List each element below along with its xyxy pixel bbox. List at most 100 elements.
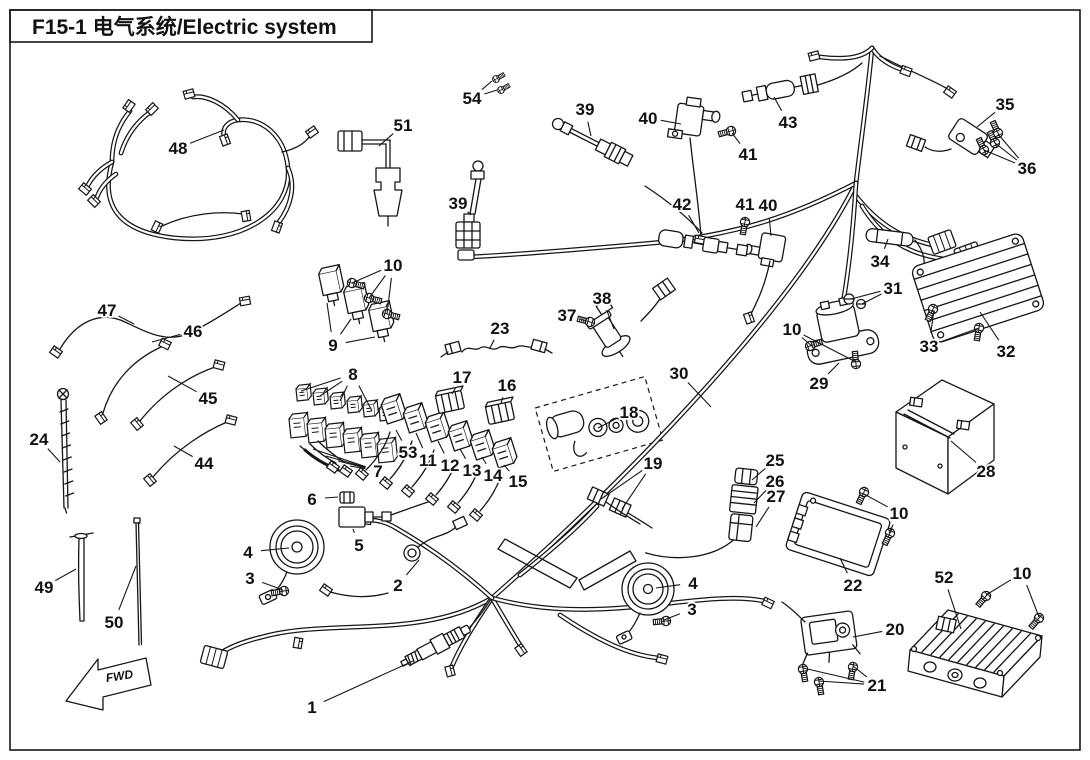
connector-icon bbox=[899, 64, 913, 78]
leader-line-7 bbox=[312, 448, 366, 468]
part-24-screw bbox=[56, 387, 75, 514]
callout-38: 38 bbox=[593, 289, 612, 308]
leader-line-23 bbox=[489, 339, 495, 349]
bolt-icon bbox=[490, 70, 507, 85]
leader-line-53 bbox=[395, 429, 403, 441]
leader-line-25 bbox=[751, 468, 766, 481]
leader-line-12 bbox=[437, 440, 445, 454]
leader-line-10 bbox=[801, 337, 814, 348]
part-2-sensor bbox=[403, 515, 468, 562]
part-52-ecu bbox=[907, 588, 1047, 698]
leader-line-19 bbox=[621, 473, 647, 510]
part-31-nuts bbox=[843, 293, 867, 310]
leader-line-40 bbox=[660, 119, 682, 125]
leader-line-15 bbox=[503, 464, 510, 472]
callout-52: 52 bbox=[935, 568, 954, 587]
leader-line-10 bbox=[985, 579, 1012, 596]
part-46-cable bbox=[94, 337, 172, 425]
leader-line-49 bbox=[55, 568, 77, 582]
part-6-connector bbox=[339, 491, 355, 504]
part-28-battery bbox=[895, 379, 995, 495]
callout-35: 35 bbox=[996, 95, 1015, 114]
leader-line-17 bbox=[451, 387, 456, 395]
leader-line-7 bbox=[337, 460, 366, 469]
leader-line-18 bbox=[597, 417, 618, 429]
title-box bbox=[9, 9, 373, 43]
callout-14: 14 bbox=[484, 466, 503, 485]
part-30-main-harness bbox=[199, 45, 984, 678]
callout-44: 44 bbox=[195, 454, 214, 473]
part-11-15-connector-row bbox=[354, 393, 518, 522]
part-45-cable bbox=[130, 359, 226, 432]
callout-4: 4 bbox=[243, 543, 253, 562]
bolt-icon bbox=[495, 81, 512, 96]
leader-line-7 bbox=[325, 455, 366, 468]
leader-line-39 bbox=[587, 121, 592, 137]
part-23-jumper-wire bbox=[440, 338, 553, 358]
part-17-connector bbox=[434, 385, 465, 414]
leader-line-36 bbox=[997, 133, 1020, 159]
leader-line-44 bbox=[173, 445, 193, 458]
part-42-sensor-cable bbox=[657, 229, 749, 257]
leader-line-50 bbox=[118, 565, 137, 611]
callout-19: 19 bbox=[644, 454, 663, 473]
part-5-relay bbox=[338, 501, 429, 528]
leader-line-43 bbox=[773, 96, 783, 111]
callout-3: 3 bbox=[687, 600, 696, 619]
connector-icon bbox=[305, 125, 319, 139]
leader-line-33 bbox=[941, 327, 980, 343]
callout-10: 10 bbox=[1013, 564, 1032, 583]
callout-25: 25 bbox=[766, 451, 785, 470]
part-50-rod bbox=[133, 517, 143, 646]
callout-21: 21 bbox=[868, 676, 887, 695]
bolt-icon bbox=[717, 124, 738, 140]
leader-line-31 bbox=[850, 290, 881, 300]
connector-icon bbox=[319, 583, 333, 597]
callout-12: 12 bbox=[441, 456, 460, 475]
callout-10: 10 bbox=[783, 320, 802, 339]
leader-line-29 bbox=[827, 362, 840, 375]
callout-10: 10 bbox=[384, 256, 403, 275]
leader-line-19 bbox=[600, 469, 643, 500]
leader-line-11 bbox=[415, 432, 424, 449]
connector-icon bbox=[182, 88, 196, 100]
leader-line-33 bbox=[930, 309, 935, 334]
callout-28: 28 bbox=[977, 462, 996, 481]
connector-icon bbox=[218, 133, 232, 147]
bolt-icon bbox=[576, 313, 597, 329]
callout-30: 30 bbox=[670, 364, 689, 383]
leader-line-9 bbox=[345, 336, 376, 344]
callout-34: 34 bbox=[871, 252, 890, 271]
callout-47: 47 bbox=[98, 301, 117, 320]
bolt-icon bbox=[1026, 610, 1047, 632]
bolt-icon bbox=[270, 585, 290, 599]
callout-49: 49 bbox=[35, 578, 54, 597]
leader-line-38 bbox=[606, 309, 615, 330]
leader-line-9 bbox=[339, 318, 352, 335]
leader-line-24 bbox=[47, 448, 61, 463]
leader-line-51 bbox=[378, 133, 394, 147]
connector-icon bbox=[444, 664, 456, 678]
leader-line-39 bbox=[467, 211, 472, 216]
callout-50: 50 bbox=[105, 613, 124, 632]
callout-42: 42 bbox=[673, 195, 692, 214]
leader-line-8 bbox=[319, 380, 343, 397]
part-38-solenoid bbox=[576, 277, 677, 358]
part-20-device bbox=[781, 601, 861, 696]
leader-line-54 bbox=[481, 80, 493, 91]
connector-icon bbox=[292, 636, 304, 650]
leader-line-30 bbox=[687, 382, 712, 408]
callout-41: 41 bbox=[739, 145, 758, 164]
connector-icon bbox=[150, 220, 164, 234]
part-47-cable bbox=[49, 295, 252, 359]
leader-line-31 bbox=[861, 293, 882, 305]
part-35-sensor bbox=[905, 118, 1005, 159]
callout-5: 5 bbox=[354, 536, 363, 555]
callout-40: 40 bbox=[639, 109, 658, 128]
callout-40: 40 bbox=[759, 196, 778, 215]
callout-17: 17 bbox=[453, 368, 472, 387]
page-border bbox=[9, 9, 1081, 751]
part-44-cable bbox=[143, 414, 238, 488]
